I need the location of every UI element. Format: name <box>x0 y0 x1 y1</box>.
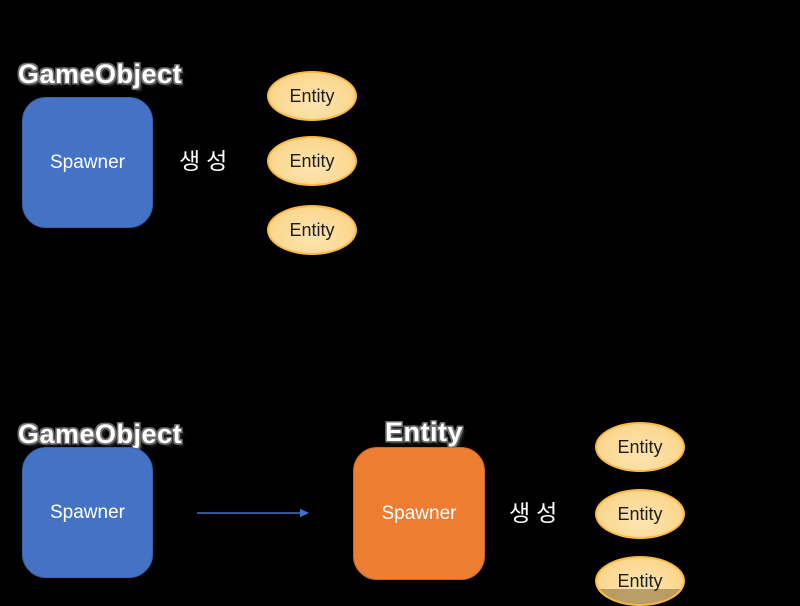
entity-ellipse-label: Entity <box>289 219 335 240</box>
entity-ellipse: Entity <box>595 556 685 606</box>
spawn-label: 생성 <box>179 148 234 174</box>
entity-ellipse: Entity <box>267 205 357 255</box>
entity-ellipse-label: Entity <box>289 150 335 171</box>
clipped-edge-shade <box>597 589 683 604</box>
spawner-box-label: Spawner <box>50 151 125 173</box>
entity-ellipse: Entity <box>267 136 357 186</box>
entity-ellipse-label: Entity <box>617 503 663 524</box>
entity-ellipse-label: Entity <box>617 570 663 591</box>
entity-ellipse: Entity <box>595 489 685 539</box>
entity-ellipse: Entity <box>267 71 357 121</box>
gameobject-title: GameObject <box>18 419 183 449</box>
entity-ellipse: Entity <box>595 422 685 472</box>
entity-ellipse-label: Entity <box>617 436 663 457</box>
entity-ellipse-label: Entity <box>289 85 335 106</box>
entity-spawner-box-label: Spawner <box>381 502 457 524</box>
spawner-box: Spawner <box>22 97 153 228</box>
spawner-box-label: Spawner <box>50 501 125 523</box>
spawn-label: 생성 <box>509 500 564 526</box>
arrow-right-icon <box>197 508 309 518</box>
spawner-box: Spawner <box>22 447 153 578</box>
entity-spawner-box: Spawner <box>353 447 485 580</box>
entity-title: Entity <box>385 417 464 447</box>
gameobject-title: GameObject <box>18 59 183 89</box>
